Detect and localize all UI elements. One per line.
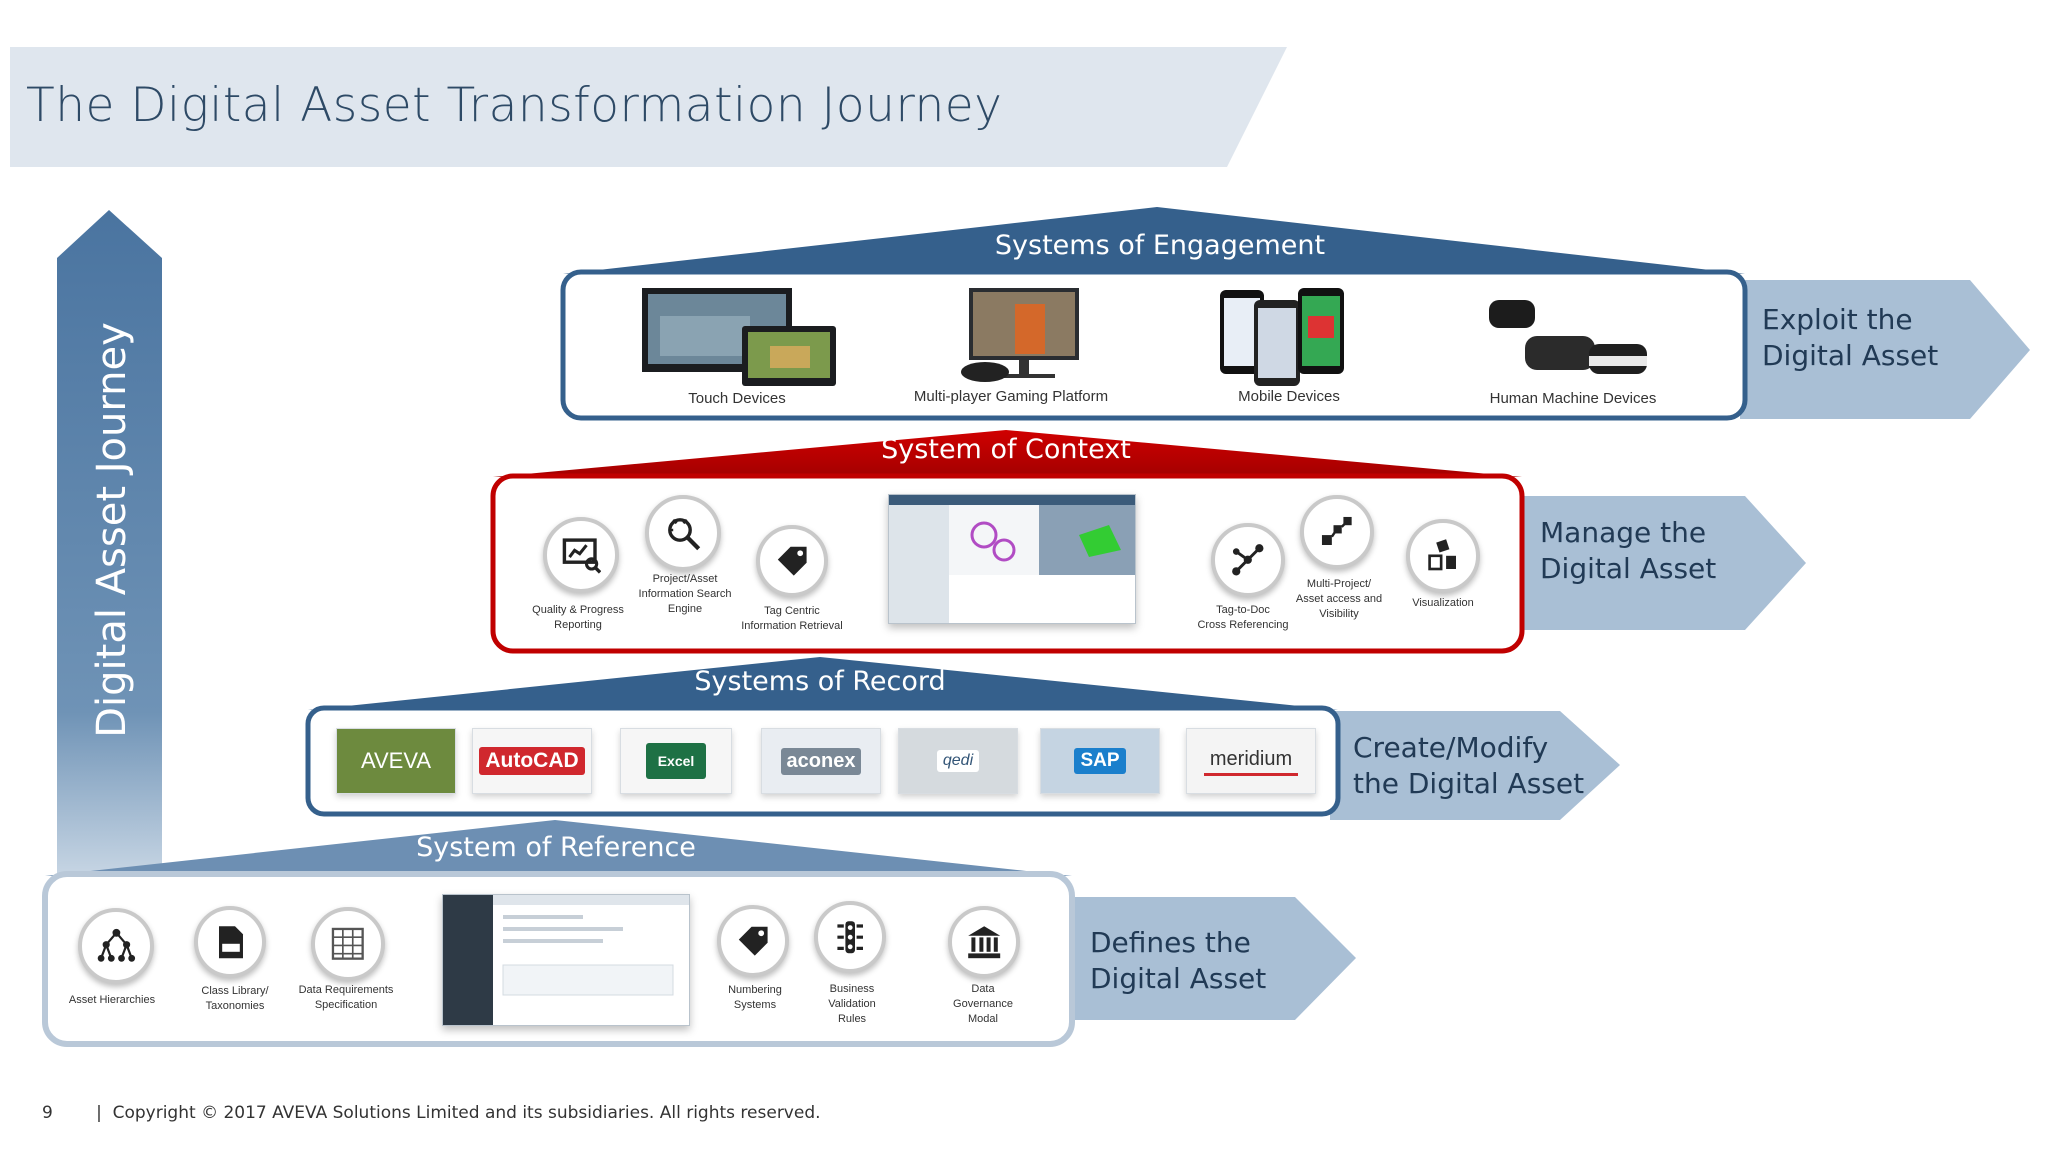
gaming-platform-image	[961, 288, 1079, 382]
reporting-icon	[543, 517, 619, 593]
journey-arrow	[57, 210, 162, 880]
cross-reference-icon	[1211, 523, 1285, 597]
data-requirements-icon	[311, 907, 385, 981]
tag-retrieval-label: Tag Centric Information Retrieval	[741, 605, 843, 632]
search-engine-label: Project/Asset Information Search Engine	[638, 573, 732, 615]
numbering-label: Numbering Systems	[728, 984, 782, 1011]
reference-arrow-label: Defines the Digital Asset	[1090, 925, 1266, 997]
sap-logo: SAP	[1040, 728, 1160, 794]
validation-rules-icon	[814, 901, 886, 973]
touch-devices-image	[642, 288, 836, 386]
context-arrow-line-1: Manage the	[1540, 516, 1707, 549]
engagement-title: Systems of Engagement	[994, 230, 1326, 261]
record-chevron	[1330, 711, 1620, 820]
title-banner	[10, 47, 1287, 167]
tag-retrieval-icon	[756, 525, 828, 597]
engagement-box	[560, 269, 1748, 421]
copyright-text: | Copyright © 2017 AVEVA Solutions Limit…	[96, 1103, 821, 1123]
gaming-platform-label: Multi-player Gaming Platform	[913, 388, 1109, 405]
aconex-logo: aconex	[761, 728, 881, 794]
reference-arrow-line-1: Defines the	[1090, 926, 1251, 959]
page-title: The Digital Asset Transformation Journey	[26, 78, 1003, 133]
engagement-roof	[563, 207, 1745, 274]
reporting-label: Quality & Progress Reporting	[532, 604, 624, 631]
cross-reference-label: Tag-to-Doc Cross Referencing	[1197, 604, 1289, 631]
touch-devices-label: Touch Devices	[688, 390, 786, 407]
hierarchy-icon	[78, 908, 154, 984]
class-library-label: Class Library/ Taxonomies	[201, 985, 269, 1012]
engagement-chevron	[1740, 280, 2030, 419]
class-library-icon	[194, 906, 266, 978]
reference-title: System of Reference	[416, 832, 696, 863]
mobile-devices-image	[1220, 288, 1344, 386]
governance-label: Data Governance Modal	[953, 983, 1013, 1025]
qedi-logo: qedi	[898, 728, 1018, 794]
meridium-logo: meridium	[1186, 728, 1316, 794]
context-chevron	[1520, 496, 1806, 630]
visualization-icon	[1406, 519, 1480, 593]
engagement-arrow-line-2: Digital Asset	[1762, 339, 1939, 372]
record-arrow-line-1: Create/Modify	[1353, 731, 1549, 764]
data-requirements-label: Data Requirements Specification	[298, 984, 394, 1011]
excel-logo: Excel	[620, 728, 732, 794]
search-engine-icon	[645, 495, 721, 571]
engagement-arrow-label: Exploit the Digital Asset	[1762, 302, 1938, 374]
reference-arrow-line-2: Digital Asset	[1090, 962, 1267, 995]
aveva-logo: AVEVA	[336, 728, 456, 794]
governance-icon	[948, 906, 1020, 978]
record-arrow-label: Create/Modify the Digital Asset	[1353, 730, 1584, 802]
engagement-arrow-line-1: Exploit the	[1762, 303, 1913, 336]
multi-project-label: Multi-Project/ Asset access and Visibili…	[1295, 578, 1383, 620]
journey-label: Digital Asset Journey	[89, 322, 135, 738]
visualization-label: Visualization	[1412, 597, 1474, 609]
mobile-devices-label: Mobile Devices	[1238, 388, 1340, 405]
validation-rules-label: Business Validation Rules	[828, 983, 876, 1025]
footer: 9 | Copyright © 2017 AVEVA Solutions Lim…	[42, 1103, 821, 1123]
autocad-logo: AutoCAD	[472, 728, 592, 794]
multi-project-icon	[1300, 495, 1374, 569]
context-arrow-label: Manage the Digital Asset	[1540, 515, 1716, 587]
context-title: System of Context	[881, 434, 1131, 465]
context-roof	[493, 430, 1522, 477]
context-screenshot	[888, 494, 1136, 624]
numbering-icon	[717, 905, 789, 977]
record-title: Systems of Record	[694, 666, 946, 697]
reference-screenshot	[442, 894, 690, 1026]
hierarchy-label: Asset Hierarchies	[68, 994, 156, 1006]
reference-roof	[45, 820, 1072, 876]
hmd-image	[1489, 300, 1647, 374]
hmd-label: Human Machine Devices	[1489, 390, 1657, 407]
reference-chevron	[1068, 897, 1356, 1020]
context-arrow-line-2: Digital Asset	[1540, 552, 1717, 585]
record-arrow-line-2: the Digital Asset	[1353, 767, 1585, 800]
record-roof	[308, 657, 1338, 710]
page-number: 9	[42, 1103, 53, 1123]
